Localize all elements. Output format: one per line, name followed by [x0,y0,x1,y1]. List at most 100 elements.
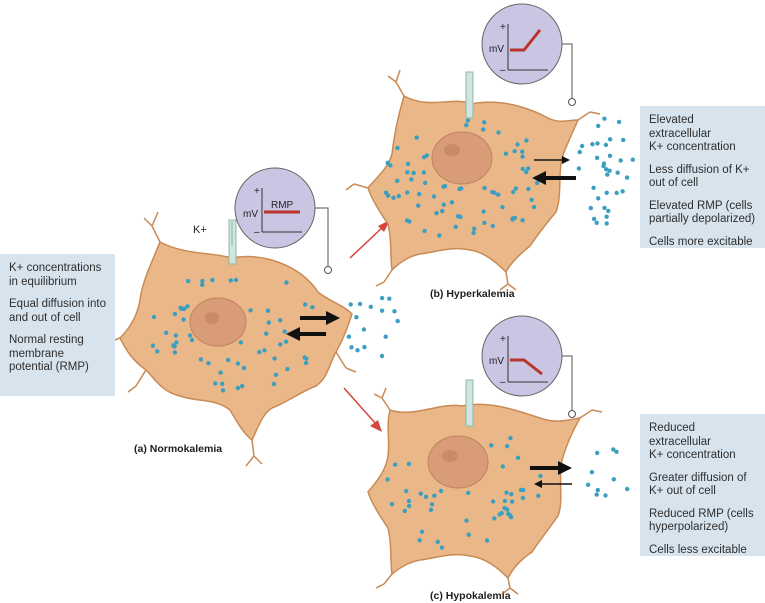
k-ion-dot [271,381,277,387]
info-item: Reduced extracellular K+ concentration [649,422,736,461]
k-ion-dot [368,304,373,309]
k-ion-dot [304,356,309,361]
k-ion-dot [406,461,412,467]
k-ion-dot [434,211,439,216]
k-ion-dot [262,348,267,353]
k-ion-dot [417,538,422,543]
k-ion-dot [406,503,412,509]
meter-minus: – [500,65,506,76]
k-ion-dot [439,545,445,550]
k-ion-dot [172,344,177,349]
k-ion-dot [362,344,367,350]
k-ion-dot [529,197,534,202]
k-ion-dot [235,385,241,391]
ion-label-text: K+ [193,224,207,236]
info-hyperkalemia: Elevated extracellular K+ concentration … [640,106,765,248]
nucleolus [442,450,458,462]
k-ion-dot [435,539,440,544]
k-ion-dot [228,278,233,283]
k-ion-dot [206,361,211,366]
k-ion-dot [607,168,612,173]
k-ion-dot [404,488,409,494]
diffusion-arrows-hypokalemia [530,461,572,488]
k-ion-dot [273,372,279,377]
k-ion-dot [187,333,193,338]
k-ion-dot [453,224,458,229]
k-ion-dot [604,221,609,226]
k-ion-dot [596,123,601,129]
k-ion-dot [210,277,215,283]
k-ion-dot [437,233,442,238]
info-item: Cells more excitable [649,235,753,248]
k-ion-dot [603,493,608,498]
k-ion-dot [520,495,526,501]
k-ion-dot [508,435,513,441]
k-ion-dot [616,119,622,125]
k-ion-dot [607,137,613,142]
meter-mv-label: mV [243,209,258,220]
k-ion-dot [284,280,289,285]
k-ion-dot [591,185,596,190]
k-ion-dot [503,151,509,156]
k-ion-dot [595,141,600,146]
k-ion-dot [594,220,599,225]
nucleolus [205,312,219,324]
ions-intracellular [150,277,315,393]
k-ion-dot [489,443,494,448]
k-ion-dot [621,137,626,143]
meter-wire-end [568,98,576,106]
k-ion-dot [241,365,247,371]
caption-hyperkalemia: (b) Hyperkalemia [430,288,515,300]
k-ion-dot [484,538,490,543]
k-ion-dot [264,331,269,336]
k-ion-dot [604,167,609,172]
k-ion-dot [438,488,444,494]
k-ion-dot [524,169,529,175]
ions-extracellular [585,447,630,498]
k-ion-dot [602,116,607,121]
k-ion-dot [282,329,287,334]
k-ion-dot [510,499,515,504]
dendrite [335,351,357,373]
k-ion-dot [379,308,385,313]
electrode [465,71,474,119]
k-ion-dot [238,340,243,345]
k-ion-dot [272,356,277,361]
k-ion-dot [361,327,367,332]
k-ion-dot [472,226,477,231]
k-ion-dot [490,189,495,195]
k-ion-dot [520,154,525,159]
k-ion-dot [440,208,445,214]
k-ion-dot [591,216,597,222]
k-ion-dot [402,508,407,514]
caption-normokalemia: (a) Normokalemia [134,443,223,455]
ions-intracellular [383,118,540,238]
k-ion-dot [511,189,516,195]
electrode [465,379,474,427]
k-ion-dot [395,178,400,183]
k-ion-dot [515,142,520,147]
k-ion-dot [464,123,469,128]
k-ion-dot [405,190,410,195]
meter-wire [562,43,573,98]
k-ion-dot [303,360,309,366]
info-item: Equal diffusion into and out of cell [9,298,106,324]
k-ion-dot [422,228,427,234]
k-ion-dot [606,208,611,214]
k-ion-dot [625,486,630,492]
cell-normokalemia [93,211,357,467]
k-ion-dot [383,190,389,195]
hyperpolarized-trace [510,358,543,376]
info-normokalemia: K+ concentrations in equilibrium Equal d… [0,254,115,396]
dendrite [579,409,603,419]
k-ion-dot [482,220,487,225]
meter-mv-label: mV [489,356,504,367]
k-ion-dot [405,161,411,166]
k-ion-dot [421,170,426,175]
k-ion-dot [500,205,505,210]
depolarized-trace [510,29,542,52]
meter-rmp-label: RMP [271,200,294,211]
meter-plus: + [254,186,260,197]
k-ion-dot [512,149,517,154]
k-ion-dot [174,340,179,345]
